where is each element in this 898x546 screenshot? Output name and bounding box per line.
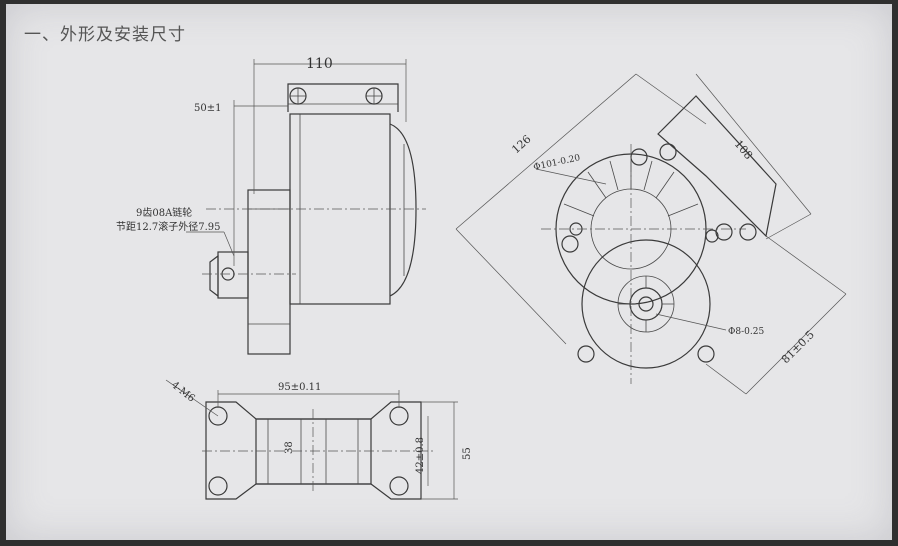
end-mount-bracket (657, 95, 777, 238)
leader-4m6 (165, 379, 219, 417)
dim-line-126 (455, 73, 637, 230)
end-view (455, 73, 847, 395)
sprocket-note-line2: 节距12.7滚子外径7.95 (116, 220, 221, 233)
end-shaft (638, 296, 654, 312)
dim-shaft-dia: Φ8-0.25 (728, 327, 764, 337)
dim-diag-top: 126 (509, 133, 533, 157)
section-heading: 一、外形及安装尺寸 (24, 25, 186, 45)
dim-line-81 (745, 293, 847, 395)
base-center (255, 418, 372, 485)
end-bolt-holes (561, 148, 733, 363)
dim-bolt-circle: Φ101-0.20 (533, 153, 582, 173)
dim-height: 81±0.5 (779, 328, 817, 366)
side-view (186, 59, 426, 355)
sprocket (209, 254, 219, 298)
side-mount-bracket (287, 83, 399, 112)
end-bracket-hole-2 (739, 223, 757, 241)
dim-hole-vertical: 42±0.8 (415, 437, 426, 474)
end-bracket-hole-1 (659, 143, 677, 161)
dim-total-length: 110 (306, 56, 333, 72)
sprocket-note-line1: 9齿08A链轮 (136, 206, 192, 219)
dim-hole-spacing: 95±0.11 (278, 382, 321, 393)
technical-drawing: 110 50±1 9齿08A链轮 节距12.7滚子外径7.95 (116, 56, 847, 500)
base-hole-3 (208, 476, 228, 496)
dim-shaft-offset: 50±1 (194, 103, 221, 114)
base-hole-2 (389, 406, 409, 426)
motor-end-cap (389, 123, 417, 297)
dim-line-108 (695, 73, 812, 215)
base-view (165, 379, 458, 500)
dim-holes-label: 4-M6 (169, 380, 197, 405)
dim-inner: 38 (284, 441, 295, 454)
drawing-sheet: 一、外形及安装尺寸 (6, 4, 892, 540)
base-hole-4 (389, 476, 409, 496)
gearbox-circle (581, 239, 711, 369)
dim-overall-height: 55 (462, 447, 473, 460)
gear-housing (247, 189, 291, 355)
